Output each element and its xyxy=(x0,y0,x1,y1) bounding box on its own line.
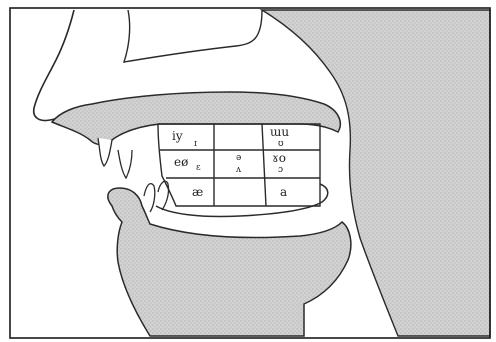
vowel-mid-front-lax: ɛ xyxy=(196,163,201,173)
vowel-close-back: ɯu xyxy=(270,125,289,139)
vowel-close-front-lax: ɪ xyxy=(194,139,197,149)
vowel-close-front: iy xyxy=(172,129,183,143)
vowel-mid-back: ɤo xyxy=(272,151,286,165)
vowel-mid-back-lax: ɔ xyxy=(278,165,283,175)
vowel-mid-central-lax: ʌ xyxy=(235,165,242,175)
vowel-open-front: æ xyxy=(192,185,203,199)
vowel-close-back-lax: ʊ xyxy=(278,139,284,149)
vowel-mid-central: ə xyxy=(236,153,241,163)
vowel-mid-front: eø xyxy=(174,155,188,169)
vowel-open-back: a xyxy=(280,185,287,199)
